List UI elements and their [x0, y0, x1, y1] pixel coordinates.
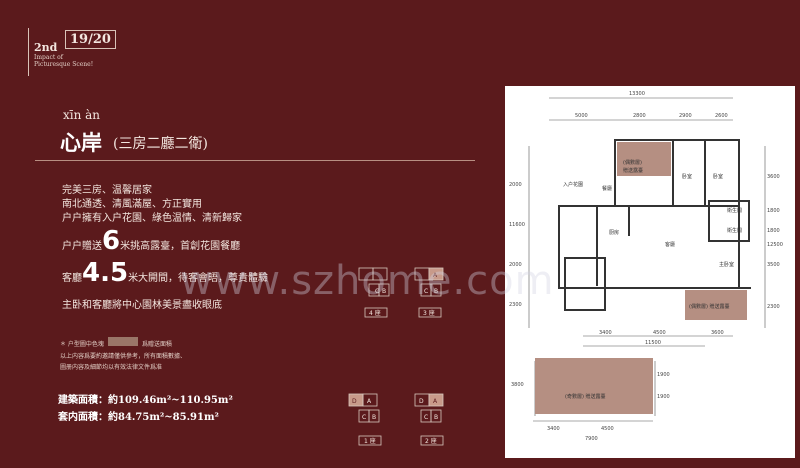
- dim-bottom-3: 3600: [711, 330, 724, 336]
- terrace-north: [617, 142, 671, 176]
- dim-top-total: 13300: [629, 91, 645, 97]
- build-area: 建築面積：約109.46m²~110.95m²: [58, 395, 233, 406]
- legend-prefix: ＊ 户型圖中色塊: [60, 341, 104, 348]
- feature-line-2: 南北通透、清風滿屋、方正實用: [62, 199, 202, 210]
- svg-text:C: C: [362, 414, 366, 421]
- feature-hall: 客廳4.5米大開間，待客會晤，尊貴體驗: [62, 258, 268, 288]
- dim-bottom-1: 3400: [599, 330, 612, 336]
- dim-lower-left: 3800: [511, 382, 524, 388]
- room-terrace-label: 贈送露臺: [623, 167, 643, 174]
- watermark: www.szhome.com: [180, 258, 555, 304]
- room-bedroom-1: 卧室: [682, 173, 692, 180]
- dim-top-4: 2600: [715, 113, 728, 119]
- gift-area-swatch: [108, 337, 138, 346]
- inner-area: 套内面積：約84.75m²~85.91m²: [58, 412, 219, 423]
- room-terrace-east: (偶數層) 贈送露臺: [689, 303, 730, 310]
- svg-text:B: B: [382, 288, 386, 295]
- room-terrace-south: (奇數層) 贈送露臺: [565, 393, 606, 400]
- room-bath-1: 衛生間: [727, 207, 742, 214]
- legend-suffix: 爲贈送面積: [142, 341, 173, 348]
- svg-text:C: C: [424, 288, 428, 295]
- svg-text:B: B: [434, 288, 438, 295]
- dim-bottom-total: 11500: [645, 340, 661, 346]
- note-line-3: 圖册内容及細節均以有效法律文件爲准: [60, 364, 163, 371]
- dim-top-2: 2800: [633, 113, 646, 119]
- room-terrace-odd: (偶數層): [623, 159, 642, 166]
- brand-edition: 2nd: [34, 41, 58, 54]
- svg-text:A: A: [367, 398, 372, 405]
- dim-left-1: 2000: [509, 182, 522, 188]
- dim-bottom-2: 4500: [653, 330, 666, 336]
- room-kitchen: 厨房: [609, 229, 619, 236]
- svg-text:B: B: [372, 414, 376, 421]
- title-pinyin: xīn àn: [63, 108, 101, 122]
- svg-text:A: A: [433, 272, 438, 279]
- feature-line-1: 完美三房、温馨居家: [62, 185, 152, 196]
- dim-right-2: 1800: [767, 208, 780, 214]
- feature-line-6: 主卧和客廳將中心園林美景盡收眼底: [62, 300, 222, 311]
- dim-right-4: 3500: [767, 262, 780, 268]
- key-plan-bottom-left-label: 1 座: [364, 437, 376, 445]
- svg-text:C: C: [424, 414, 428, 421]
- page-title: 心岸: [60, 130, 102, 155]
- key-plan-top: C B C B A 4 座 3 座: [358, 267, 444, 318]
- svg-text:A: A: [433, 398, 438, 405]
- dim-top-1: 5000: [575, 113, 588, 119]
- dim-lower-1: 3400: [547, 426, 560, 432]
- dim-lower-total: 7900: [585, 436, 598, 442]
- key-plan-top-right-label: 3 座: [423, 309, 435, 317]
- note-line-2: 以上内容爲要約邀請僅供參考，所有面積數據、: [60, 353, 187, 360]
- key-plan-bottom-right-label: 2 座: [425, 437, 437, 445]
- dim-left-3: 2000: [509, 262, 522, 268]
- terrace-east: [685, 290, 747, 320]
- svg-text:C: C: [375, 288, 379, 295]
- dim-lower-right-1: 1900: [657, 372, 670, 378]
- room-bath-2: 衛生間: [727, 227, 742, 234]
- brand-frame: [28, 28, 127, 76]
- gift-prefix: 户户贈送: [62, 241, 102, 252]
- room-living: 客廳: [665, 241, 675, 248]
- page-subtitle: (三房二廳二衛): [113, 136, 208, 152]
- dim-right-total: 12500: [767, 242, 783, 248]
- feature-gift: 户户贈送6米挑高露臺，首創花園餐廳: [62, 226, 240, 256]
- floor-plan: (偶數層) 贈送露臺 卧室 卧室 餐廳 入户花園 厨房 客廳 衛生間 衛生間 主…: [505, 86, 795, 458]
- room-dining: 餐廳: [602, 185, 612, 192]
- dim-right-3: 1800: [767, 228, 780, 234]
- room-garden: 入户花園: [563, 181, 583, 188]
- svg-text:D: D: [352, 398, 357, 405]
- gift-suffix: 米挑高露臺，首創花園餐廳: [120, 241, 241, 252]
- hall-number: 4.5: [82, 258, 129, 288]
- room-master: 主卧室: [719, 261, 734, 268]
- dim-right-5: 2300: [767, 304, 780, 310]
- tagline-line-1: Impact of: [34, 54, 63, 61]
- dim-left-4: 2300: [509, 302, 522, 308]
- feature-line-3: 户户擁有入户花園、綠色温情、清新歸家: [62, 213, 242, 224]
- dim-right-1: 3600: [767, 174, 780, 180]
- brand-tagline: Impact of Picturesque Scene!: [34, 54, 124, 68]
- dim-lower-2: 4500: [601, 426, 614, 432]
- dim-left-2: 11600: [509, 222, 525, 228]
- tagline-line-2: Picturesque Scene!: [34, 61, 94, 68]
- gift-number: 6: [102, 226, 121, 256]
- dim-lower-right-2: 1900: [657, 394, 670, 400]
- page-number: 19/20: [65, 30, 116, 49]
- svg-text:D: D: [419, 398, 424, 405]
- dim-top-3: 2900: [679, 113, 692, 119]
- room-bedroom-2: 卧室: [713, 173, 723, 180]
- hall-prefix: 客廳: [62, 273, 82, 284]
- svg-text:B: B: [434, 414, 438, 421]
- key-plan-top-left-label: 4 座: [369, 309, 381, 317]
- divider: [35, 160, 475, 161]
- key-plan-bottom: D A D A C B C B 1 座 2 座: [348, 393, 444, 446]
- hall-suffix: 米大開間，待客會晤，尊貴體驗: [128, 273, 269, 284]
- terrace-south: [535, 358, 653, 414]
